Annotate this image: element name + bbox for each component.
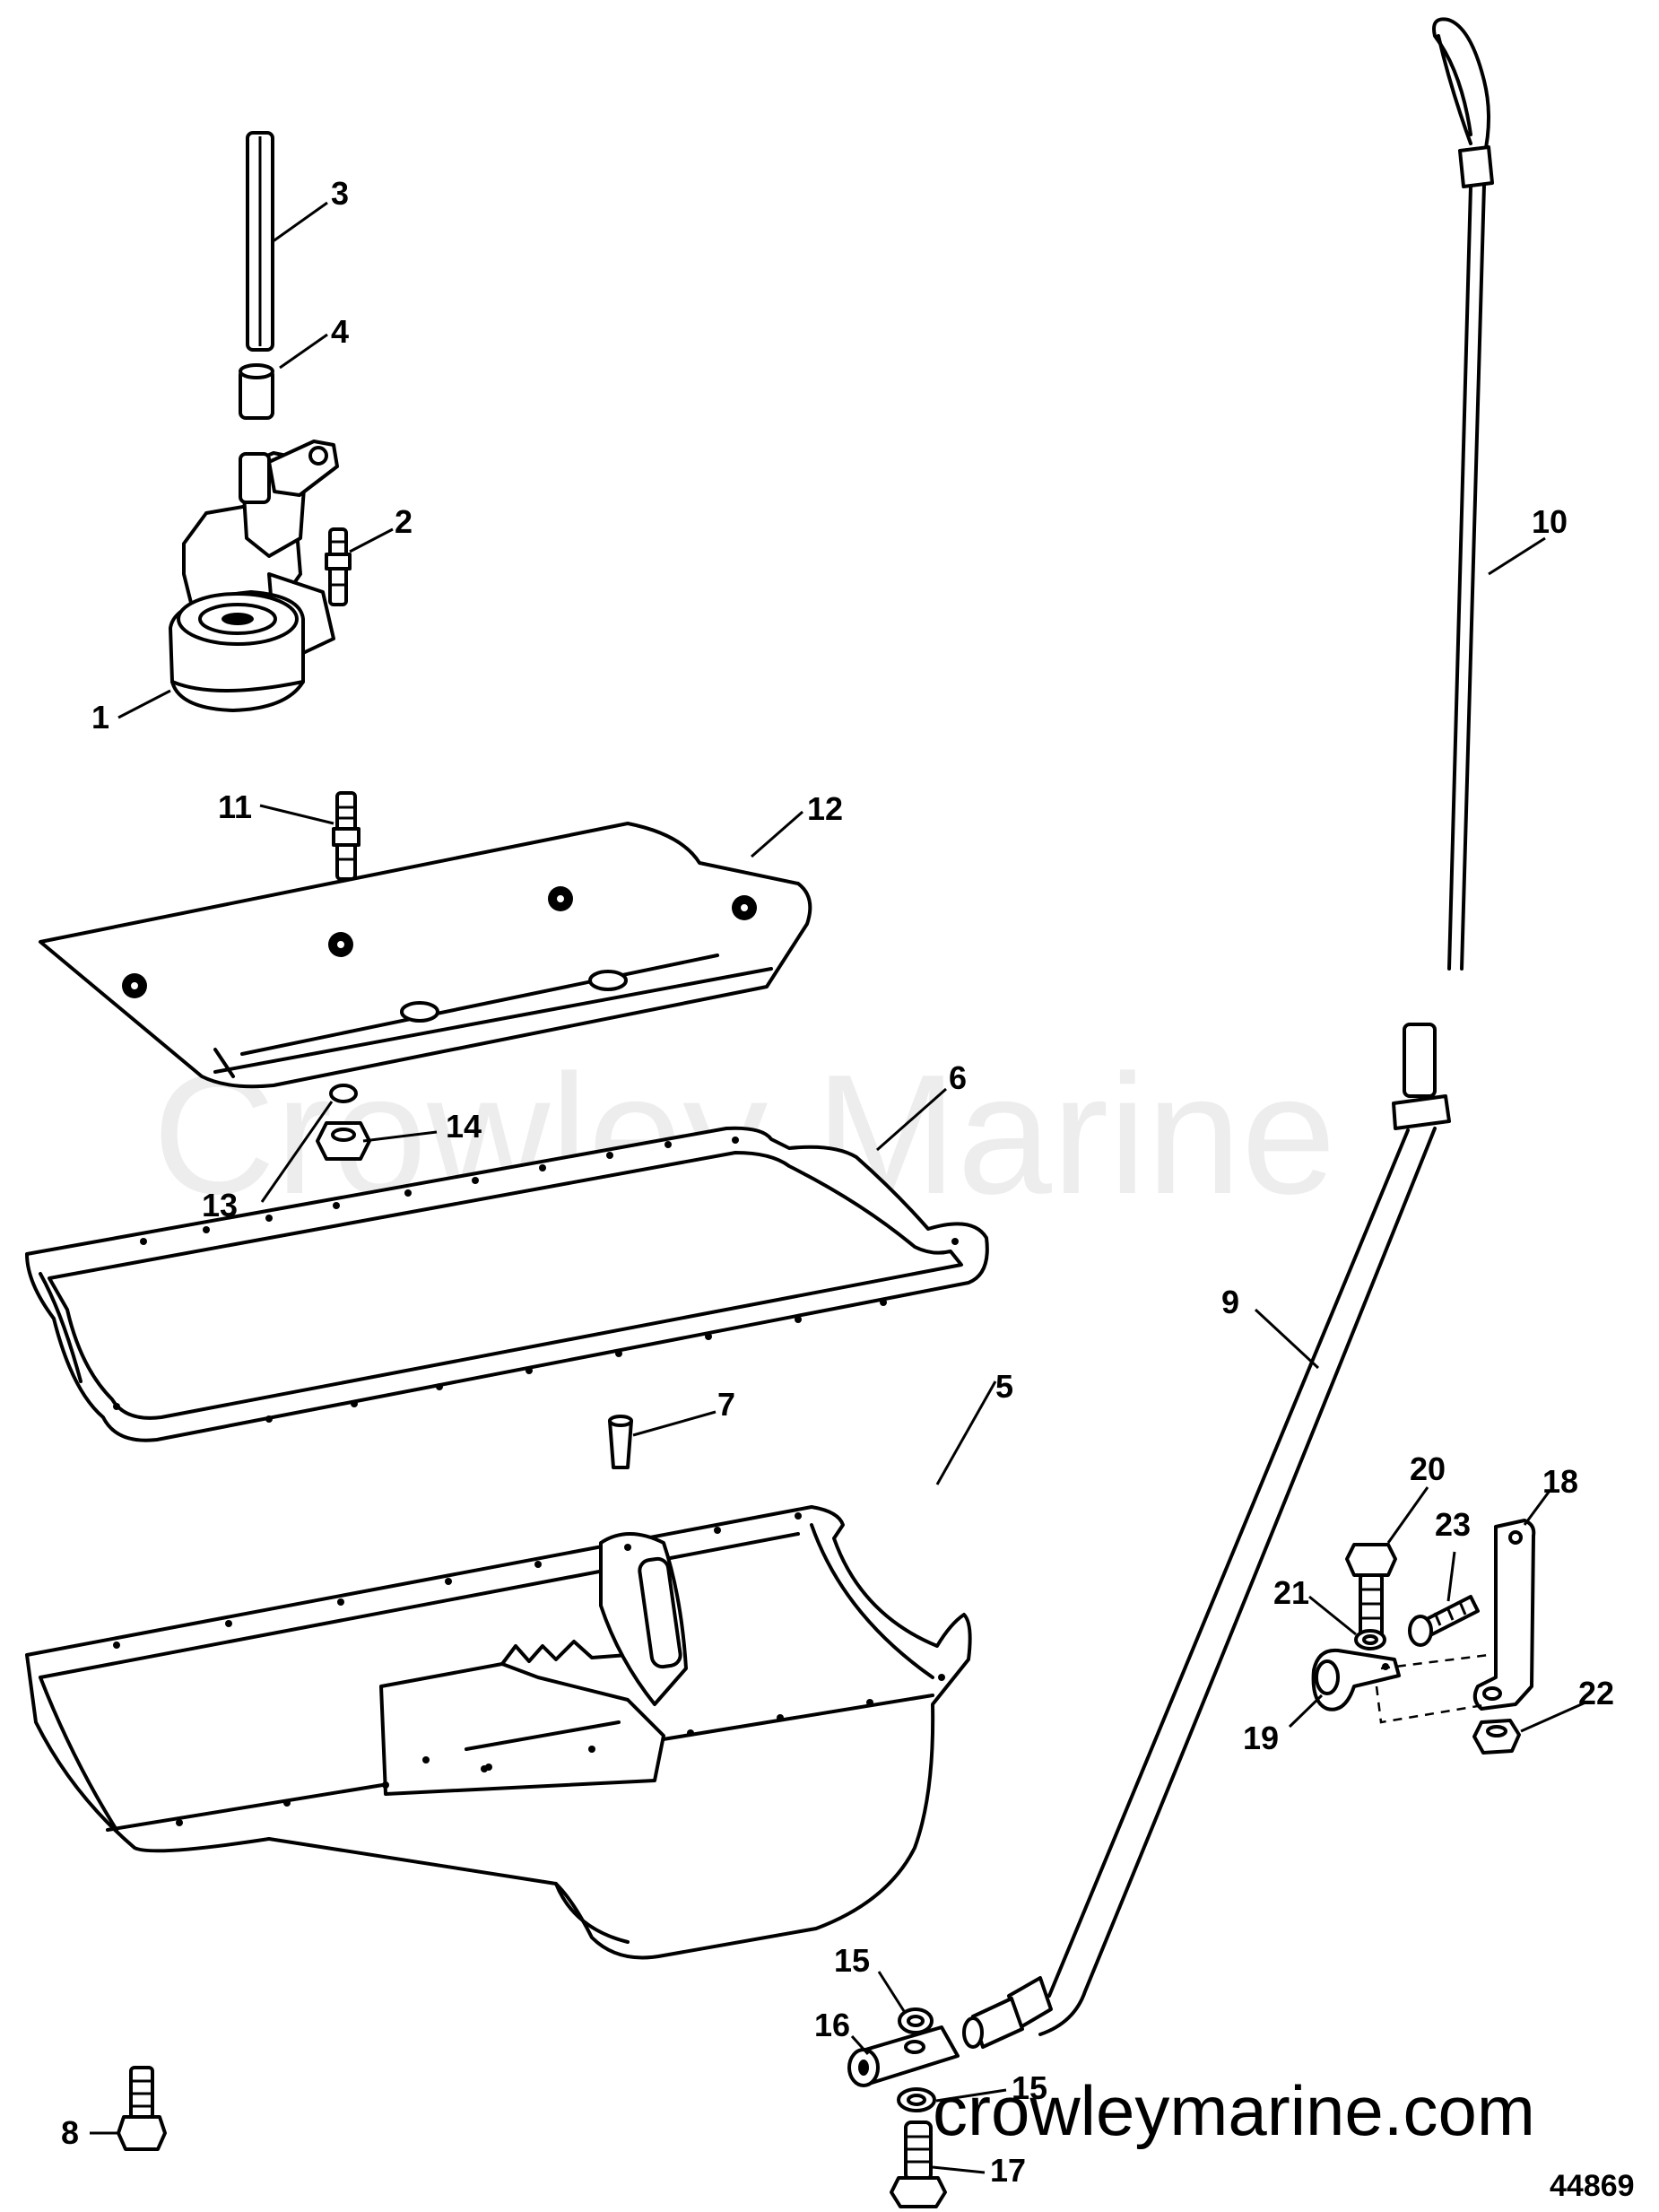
pump-drive-shaft — [246, 131, 274, 352]
callout-16: 16 — [814, 2007, 850, 2043]
pump-stud — [325, 527, 352, 606]
callout-21: 21 — [1273, 1574, 1309, 1611]
callout-22: 22 — [1578, 1675, 1614, 1711]
fitting-bolt — [890, 2121, 947, 2208]
oil-pump-assembly — [169, 440, 339, 712]
oil-pan — [25, 1505, 972, 1960]
callout-17: 17 — [990, 2152, 1026, 2189]
oil-pan-gasket — [25, 1126, 989, 1442]
callout-13: 13 — [202, 1187, 238, 1224]
callout-8: 8 — [61, 2114, 79, 2151]
callout-labels: 3 4 2 1 11 12 13 14 6 5 7 10 9 20 23 21 … — [61, 175, 1614, 2189]
callout-20: 20 — [1410, 1450, 1446, 1487]
callout-6: 6 — [949, 1059, 967, 1096]
callout-5: 5 — [995, 1368, 1013, 1405]
callout-2: 2 — [395, 503, 413, 540]
callout-10: 10 — [1532, 503, 1568, 540]
callout-9: 9 — [1221, 1284, 1239, 1320]
support-bracket — [1472, 1519, 1536, 1711]
callout-1: 1 — [91, 699, 109, 736]
callout-15-lower: 15 — [1012, 2069, 1047, 2106]
bracket-nut — [1472, 1719, 1521, 1755]
sealing-washer-lower — [897, 2087, 936, 2112]
leader-lines — [90, 201, 1586, 2174]
watermark-url: crowleymarine.com — [933, 2071, 1535, 2150]
callout-18: 18 — [1542, 1463, 1578, 1500]
callout-19: 19 — [1243, 1720, 1279, 1756]
tray-nut — [316, 1121, 371, 1161]
bracket-screw — [1408, 1595, 1480, 1647]
bracket-bolt — [1345, 1543, 1397, 1640]
dipstick — [1432, 17, 1494, 971]
sealing-washer-upper — [898, 2007, 934, 2034]
callout-23: 23 — [1435, 1506, 1471, 1543]
callout-14: 14 — [446, 1108, 482, 1145]
callout-12: 12 — [807, 790, 843, 827]
callout-7: 7 — [717, 1386, 735, 1423]
baffle-stud — [332, 791, 360, 881]
callout-11: 11 — [218, 788, 252, 825]
pan-plug — [608, 1415, 633, 1469]
tube-fitting — [847, 2025, 960, 2087]
dipstick-tube — [962, 1023, 1451, 2049]
tube-clip — [1311, 1648, 1401, 1711]
callout-3: 3 — [331, 175, 349, 212]
bracket-washer — [1354, 1629, 1386, 1650]
clip-alignment-lines — [1375, 1653, 1490, 1724]
callout-4: 4 — [331, 313, 349, 350]
diagram-number: 44869 — [1550, 2169, 1635, 2203]
shaft-sleeve — [239, 363, 274, 420]
tray-washer — [329, 1084, 358, 1103]
callout-15-upper: 15 — [834, 1942, 870, 1979]
windage-tray — [39, 822, 812, 1089]
pan-bolt — [117, 2066, 167, 2151]
